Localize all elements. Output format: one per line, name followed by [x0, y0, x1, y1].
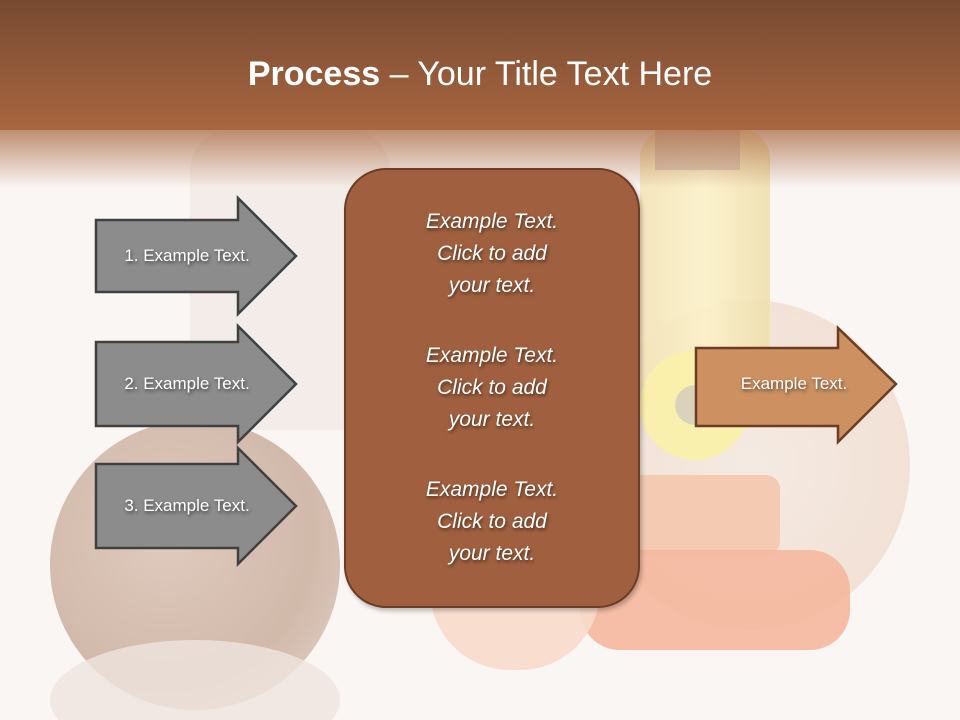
center-text-box[interactable]: Example Text. Click to add your text. Ex…	[344, 168, 640, 608]
arrow-shape-icon	[94, 322, 298, 446]
center-text-block-1: Example Text. Click to add your text.	[425, 210, 559, 297]
arrow-shape-icon	[94, 444, 298, 568]
step-arrow-1[interactable]: 1. Example Text.	[94, 194, 298, 318]
arrow-shape-icon	[94, 194, 298, 318]
title-band	[0, 0, 960, 130]
output-label: Example Text.	[740, 374, 848, 393]
output-arrow[interactable]: Example Text.	[694, 325, 898, 446]
center-text-block-3: Example Text. Click to add your text.	[425, 478, 559, 565]
center-text-block-2: Example Text. Click to add your text.	[425, 344, 559, 431]
step-arrow-2[interactable]: 2. Example Text.	[94, 322, 298, 446]
arrow-shape-icon	[694, 325, 898, 446]
title-bold: Process	[247, 55, 381, 93]
step-label: 3. Example Text.	[124, 496, 250, 515]
step-label: 2. Example Text.	[124, 374, 250, 393]
step-label: 1. Example Text.	[124, 246, 250, 265]
slide-title[interactable]: Process – Your Title Text Here	[0, 52, 960, 96]
title-rest: – Your Title Text Here	[380, 55, 713, 93]
step-arrow-3[interactable]: 3. Example Text.	[94, 444, 298, 568]
